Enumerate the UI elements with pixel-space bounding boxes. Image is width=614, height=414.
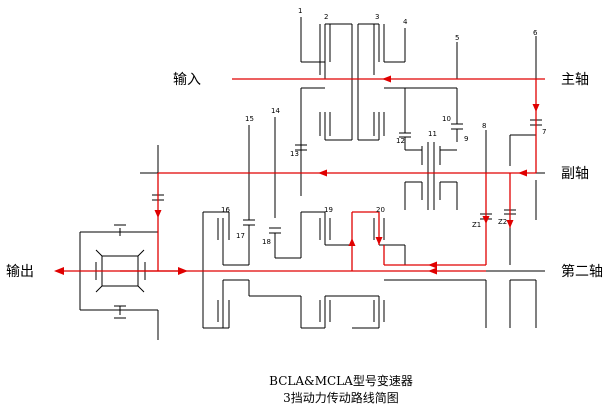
gear-11-12 xyxy=(404,142,458,210)
input-label: 输入 xyxy=(173,72,201,88)
gear-3 xyxy=(358,23,405,75)
gear-number-15: 15 xyxy=(245,115,254,123)
gear-number-z2: Z2 xyxy=(498,218,507,226)
gear-16-17-upper xyxy=(202,211,250,271)
main-shaft-label: 主轴 xyxy=(561,72,589,88)
caption-line-2: 3挡动力传动路线简图 xyxy=(283,390,399,405)
gear-number-labels: 1 2 3 4 5 6 7 8 9 10 11 12 13 14 15 16 1… xyxy=(221,7,546,246)
gear-number-14: 14 xyxy=(271,107,280,115)
gear-number-3: 3 xyxy=(375,13,379,21)
second-shaft-label: 第二轴 xyxy=(561,263,603,280)
gear-number-1: 1 xyxy=(298,7,302,15)
gear-number-8: 8 xyxy=(482,122,486,130)
gear-number-6: 6 xyxy=(533,29,538,37)
gear-number-13: 13 xyxy=(290,150,299,158)
gear-number-2: 2 xyxy=(324,13,328,21)
gear-number-20: 20 xyxy=(376,206,385,214)
gear-number-7: 7 xyxy=(542,128,546,136)
gear-20-upper xyxy=(352,211,486,266)
gear-number-z1: Z1 xyxy=(472,221,481,229)
gear-18-19-lower xyxy=(248,280,352,329)
gear-9-10 xyxy=(405,87,463,142)
gear-13 xyxy=(295,140,307,196)
output-differential xyxy=(79,145,164,340)
gear-14 xyxy=(269,117,281,258)
gear-20-lower xyxy=(352,279,537,329)
gear-2 xyxy=(319,23,352,75)
sync-sleeve-2-3 xyxy=(351,24,359,140)
main-lower-left xyxy=(300,87,352,141)
power-path xyxy=(54,75,545,275)
caption-line-1: BCLA&MCLA型号变速器 xyxy=(269,373,413,388)
gear-number-4: 4 xyxy=(403,18,408,26)
gear-number-18: 18 xyxy=(262,238,271,246)
gear-number-11: 11 xyxy=(428,130,437,138)
main-lower-right xyxy=(358,87,411,150)
gear-number-17: 17 xyxy=(236,232,245,240)
output-label: 输出 xyxy=(6,264,34,280)
gear-number-12: 12 xyxy=(396,137,405,145)
gear-number-16: 16 xyxy=(221,206,230,214)
gear-18-19-upper xyxy=(275,211,352,259)
gear-16-17-lower xyxy=(202,271,249,329)
gear-number-9: 9 xyxy=(464,135,468,143)
gear-number-5: 5 xyxy=(455,34,459,42)
gear-number-19: 19 xyxy=(324,206,333,214)
counter-shaft-label: 副轴 xyxy=(561,166,589,182)
gear-number-10: 10 xyxy=(442,115,451,123)
gear-1 xyxy=(300,17,326,79)
